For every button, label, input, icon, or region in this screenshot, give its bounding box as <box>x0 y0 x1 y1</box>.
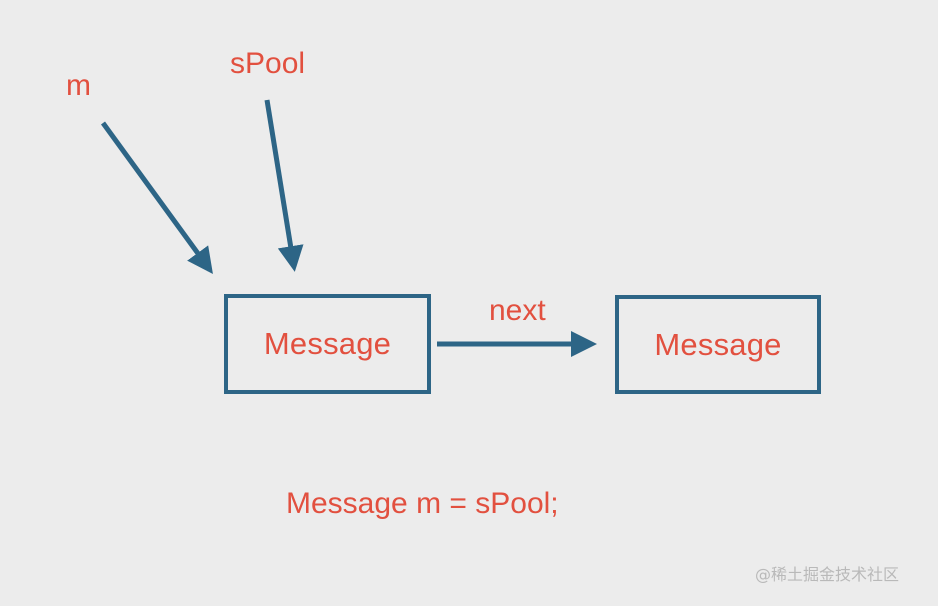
node-message-right: Message <box>615 295 821 394</box>
arrow-spool-to-message <box>264 99 304 272</box>
edge-label-next: next <box>489 294 546 327</box>
caption-code-line: Message m = sPool; <box>286 487 559 520</box>
watermark: @稀土掘金技术社区 <box>755 565 900 584</box>
node-message-left-label: Message <box>263 326 392 361</box>
pointer-label-m: m <box>66 69 91 102</box>
node-message-right-label: Message <box>654 326 782 362</box>
node-message-left: Message <box>224 294 431 394</box>
pointer-label-spool: sPool <box>230 47 306 80</box>
arrow-m-to-message <box>100 121 213 275</box>
